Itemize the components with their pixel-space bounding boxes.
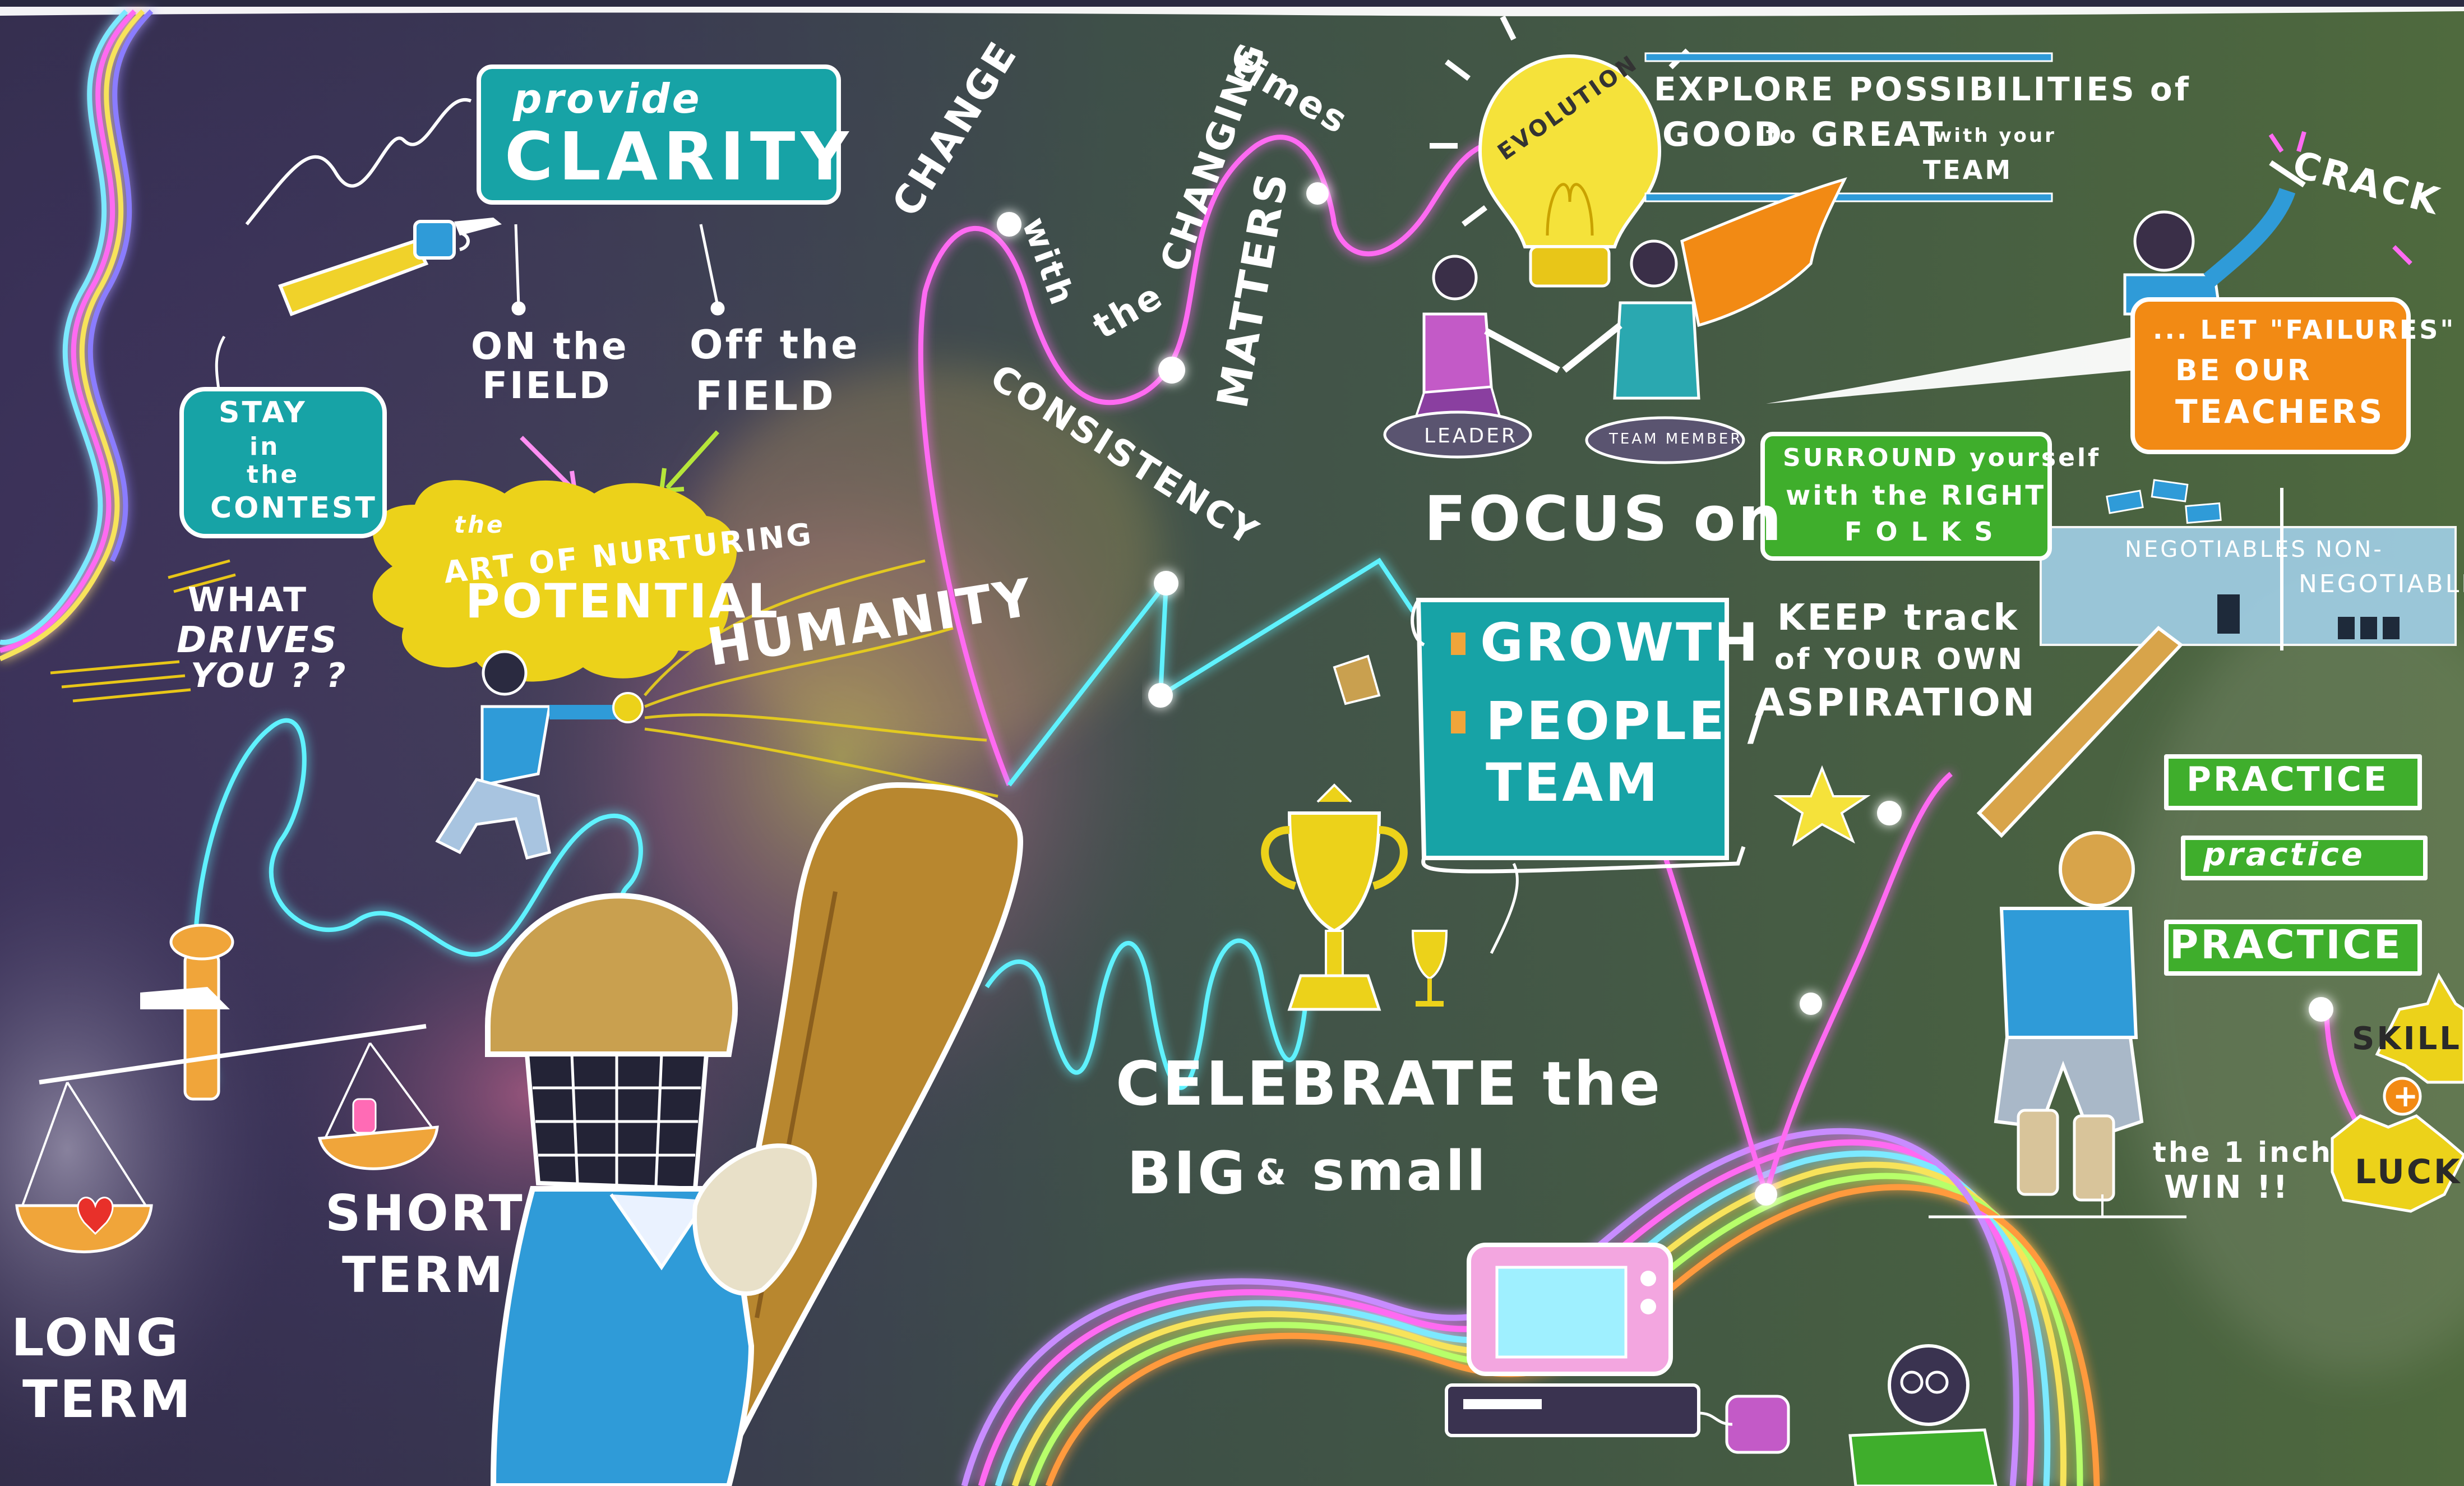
off-field-line2: FIELD [695, 372, 836, 419]
leader-label: LEADER [1424, 424, 1518, 447]
surround-line2: with the RIGHT [1786, 480, 2046, 511]
luck-burst [2331, 1114, 2464, 1213]
pointing-hand-icon [278, 218, 502, 316]
celebrate-line1: CELEBRATE the [1116, 1049, 1663, 1119]
team-member-label: TEAM MEMBER [1609, 431, 1743, 447]
focus-item-growth: GROWTH [1480, 612, 1760, 673]
stay-contest-line4: CONTEST [210, 491, 377, 525]
surround-line3: F O L K S [1844, 516, 1995, 547]
practice-text-1: PRACTICE [2186, 760, 2389, 799]
practice-box-2 [2181, 836, 2428, 880]
explore-with-your: with your [1934, 124, 2056, 147]
what-drives-line3: YOU ? ? [191, 656, 348, 695]
clarity-box [477, 64, 841, 205]
explore-great: GREAT [1811, 115, 1945, 154]
surround-line1: SURROUND yourself [1783, 444, 2101, 472]
focus-item-people: PEOPLE / [1486, 691, 1769, 752]
failures-bubble [2130, 297, 2411, 454]
failures-line2: BE OUR [2175, 354, 2312, 387]
batsman-right-figure [1929, 626, 2186, 1219]
explore-line1: EXPLORE POSSIBILITIES of [1654, 70, 2191, 108]
explore-good: GOOD [1662, 115, 1785, 154]
off-field-line1: Off the [690, 322, 860, 368]
practice-box-1 [2164, 754, 2422, 810]
scales-icon [15, 924, 439, 1253]
skill-text: SKILL [2352, 1021, 2462, 1057]
nurturing-line1: the [454, 511, 505, 538]
goblet-icon [1411, 930, 1448, 1007]
stay-contest-line2: in [249, 432, 280, 461]
long-term-line2: TERM [22, 1369, 193, 1429]
small-card-icon [1333, 654, 1381, 705]
trophy-icon [1261, 783, 1408, 1011]
kneeling-person-figure [435, 650, 644, 860]
failures-line3: TEACHERS [2175, 393, 2385, 431]
clarity-provide-text: provide [513, 75, 702, 122]
long-term-line1: LONG [11, 1308, 181, 1368]
explore-to: to [1766, 121, 1798, 149]
on-field-line1: ON the [471, 325, 629, 368]
keep-track-line3: ASPIRATION [1755, 681, 2037, 725]
practice-box-3 [2164, 920, 2422, 976]
stay-contest-box [179, 387, 387, 538]
plus-sign: + [2393, 1078, 2421, 1114]
inch-win-line2: WIN !! [2164, 1169, 2290, 1206]
stay-contest-line1: STAY [219, 396, 307, 430]
keep-track-line1: KEEP track [1777, 597, 2020, 639]
on-field-line2: FIELD [482, 364, 612, 407]
focus-on-text: FOCUS on [1424, 483, 1785, 555]
stay-contest-line3: the [247, 460, 300, 489]
surround-box [1760, 432, 2052, 561]
tv-icon [1445, 1243, 1790, 1454]
negotiables-right-line1: NON- [2315, 537, 2384, 562]
negotiables-right-line2: NEGOTIABLES [2299, 570, 2464, 598]
failures-line1: ... LET "FAILURES" [2153, 315, 2456, 345]
celebrate-big: BIG [1127, 1139, 1248, 1207]
skill-burst [2375, 972, 2464, 1084]
practice-text-2: practice [2203, 837, 2365, 873]
what-drives-line1: WHAT [188, 580, 309, 620]
old-man-figure [1848, 1344, 1998, 1486]
luck-text: LUCK [2355, 1152, 2462, 1192]
short-term-line1: SHORT [325, 1184, 525, 1242]
practice-text-3: PRACTICE [2170, 922, 2403, 968]
what-drives-line2: DRIVES [177, 620, 339, 661]
heart-icon [77, 1197, 114, 1235]
celebrate-small: small [1312, 1139, 1488, 1203]
clarity-title: CLARITY [505, 118, 854, 195]
focus-item-team: TEAM [1486, 753, 1660, 814]
keep-track-line2: of YOUR OWN [1774, 643, 2024, 676]
celebrate-and: & [1256, 1152, 1289, 1193]
explore-team: TEAM [1923, 155, 2013, 185]
negotiables-left-label: NEGOTIABLES [2125, 537, 2308, 562]
short-term-line2: TERM [342, 1246, 506, 1304]
handshake-figures [1383, 177, 1847, 464]
star-icon [1773, 765, 1871, 847]
nurturing-line3: POTENTIAL [465, 574, 780, 629]
inch-win-line1: the 1 inch [2153, 1136, 2333, 1169]
lightbulb-icon [1430, 15, 1690, 288]
